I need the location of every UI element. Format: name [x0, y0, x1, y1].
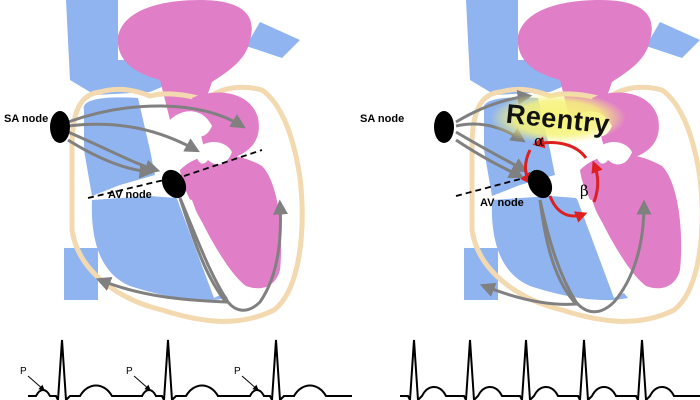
left-av-node: [161, 169, 187, 199]
p-wave-label-3: P: [234, 366, 241, 377]
p-wave-label-1: P: [20, 366, 27, 377]
left-av-plane-dashed-line: [87, 149, 263, 199]
left-sa-node-label: SA node: [4, 113, 48, 125]
left-heart-anatomy: [64, 0, 302, 321]
alpha-pathway-label: α: [534, 132, 544, 150]
left-conduction-pathways: [67, 104, 289, 312]
reentry-circuit-arrows: [520, 136, 603, 223]
right-sa-node-label: SA node: [360, 113, 404, 125]
reentry-highlight-glow: [490, 92, 626, 144]
left-av-node-label: AV node: [108, 189, 152, 201]
left-sa-node: [50, 111, 70, 143]
right-ecg-trace: [400, 339, 700, 400]
right-av-plane-dashed-line: [455, 177, 525, 197]
right-heart-anatomy: [464, 0, 700, 321]
right-av-node: [527, 169, 553, 199]
left-heart-panel: SA node AV node: [4, 0, 302, 321]
p-wave-label-2: P: [126, 366, 133, 377]
right-av-node-label: AV node: [480, 197, 524, 209]
right-heart-panel: Reentry SA node AV node α β: [360, 0, 700, 321]
left-ecg-trace: P P P: [20, 339, 352, 400]
right-sa-node: [434, 111, 454, 143]
beta-pathway-label: β: [580, 182, 589, 200]
